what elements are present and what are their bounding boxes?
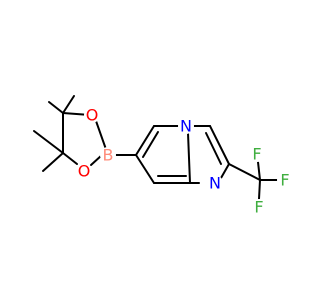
fluorine-bottom-label: F xyxy=(254,198,263,217)
nitrogen-bridge-label: N xyxy=(180,117,192,136)
fluorine-top-atom: F xyxy=(249,145,265,164)
bond-c2-cf3 xyxy=(228,163,261,181)
bond-c2-n-imine xyxy=(220,163,230,179)
bond-methyl-3 xyxy=(33,130,64,154)
oxygen-top-atom: O xyxy=(84,106,100,125)
fluorine-right-atom: F xyxy=(277,171,293,190)
bond-c-o-bottom xyxy=(62,152,78,165)
bond-cf3-f-bottom xyxy=(258,179,261,200)
fluorine-top-label: F xyxy=(252,145,261,164)
nitrogen-imine-label: N xyxy=(209,174,221,193)
oxygen-bottom-atom: O xyxy=(76,162,92,181)
nitrogen-imine-atom: N xyxy=(207,174,223,193)
nitrogen-bridge-atom: N xyxy=(178,117,194,136)
bond-c6-c5 xyxy=(135,125,155,156)
bond-c3-c2-double xyxy=(205,132,222,165)
bond-cf3-f-top xyxy=(257,161,261,181)
bond-n-bridge-c8a xyxy=(187,132,191,184)
bond-c8-c7 xyxy=(135,154,155,184)
bond-c6-c5-double xyxy=(142,131,159,158)
oxygen-top-label: O xyxy=(86,106,99,125)
bond-o-bottom-b xyxy=(90,154,103,166)
oxygen-bottom-label: O xyxy=(78,162,91,181)
fluorine-right-label: F xyxy=(280,171,289,190)
boron-atom: B xyxy=(100,146,116,165)
structure-diagram: O O B N N F F F xyxy=(33,95,293,217)
boron-label: B xyxy=(103,146,114,165)
bond-layer xyxy=(33,95,281,200)
bond-methyl-2 xyxy=(62,95,75,114)
bond-methyl-1 xyxy=(48,101,64,114)
fluorine-bottom-atom: F xyxy=(251,198,267,217)
bond-c3-c2 xyxy=(209,125,230,165)
bond-methyl-4 xyxy=(42,152,64,172)
atom-layer: O O B N N F F F xyxy=(76,106,293,217)
